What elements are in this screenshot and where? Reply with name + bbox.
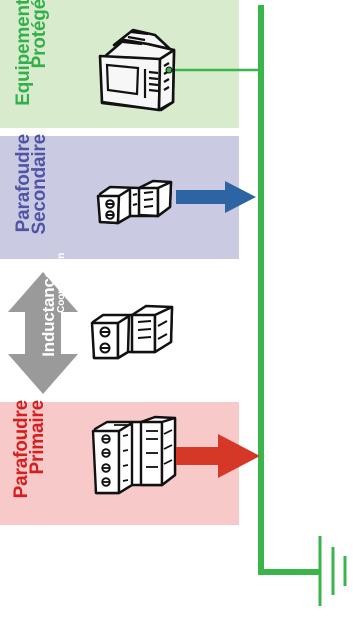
equipment-label-text: Equipement Protégé: [13, 0, 51, 106]
primary-surge-protector-icon: [91, 415, 177, 495]
primary-energy-arrow: [176, 434, 260, 478]
secondary-surge-protector-icon: [96, 179, 173, 225]
protected-equipment-computer-icon: [98, 28, 176, 112]
secondary-label-text: Parafoudre Secondaire: [13, 134, 51, 235]
secondary-energy-arrow: [176, 181, 256, 213]
inductance-label-text: Inductance: [39, 269, 58, 357]
inductance-device-icon: [90, 304, 174, 360]
inductance-coordination-double-arrow: [8, 272, 78, 394]
coordination-label-text: Coordination: [56, 253, 67, 313]
primary-label-text: Parafoudre Primaire: [11, 400, 49, 499]
ground-symbol: [318, 536, 347, 606]
